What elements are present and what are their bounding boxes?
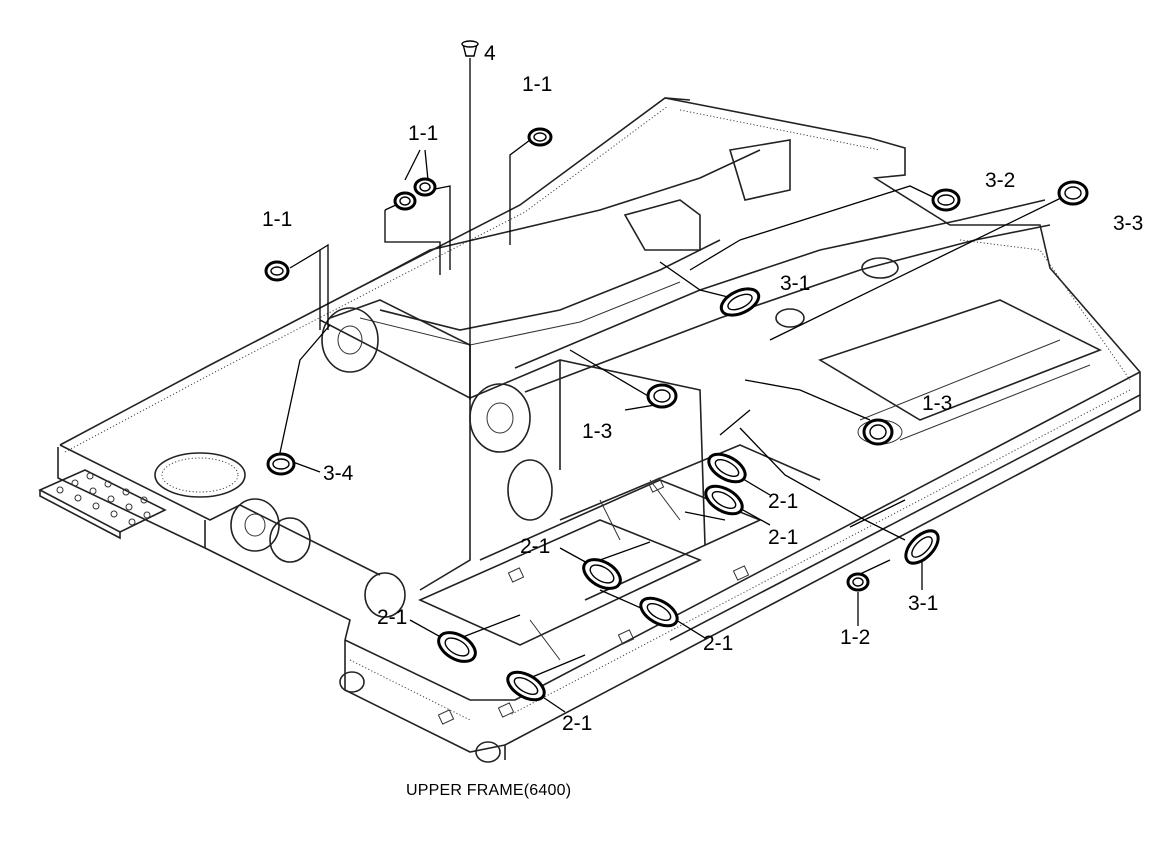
- part-markers: [264, 40, 1089, 702]
- part-label-3-1-upper: 3-1: [780, 272, 810, 295]
- plug-icon: [461, 40, 479, 57]
- part-label-1-2: 1-2: [840, 626, 870, 649]
- part-label-2-1-e: 2-1: [377, 606, 407, 629]
- diagram-caption: UPPER FRAME(6400): [406, 782, 571, 799]
- oval-grommet-icon: [437, 287, 940, 702]
- part-label-1-1-mid: 1-1: [408, 122, 438, 145]
- round-grommet-icon: [266, 180, 1089, 476]
- part-label-3-3: 3-3: [1113, 212, 1143, 235]
- part-label-2-1-b: 2-1: [768, 526, 798, 549]
- part-label-1-3-right: 1-3: [922, 392, 952, 415]
- step-plate: [38, 469, 167, 540]
- leader-lines: [277, 58, 1066, 713]
- part-label-4: 4: [484, 42, 496, 65]
- part-label-2-1-a: 2-1: [768, 490, 798, 513]
- part-label-3-1-lower: 3-1: [908, 592, 938, 615]
- part-label-1-3-left: 1-3: [582, 420, 612, 443]
- part-labels: 4 1-1 1-1 1-1 3-2 3-3 3-1 1-3 1-3 3-4 2-…: [262, 42, 1143, 735]
- part-label-3-4: 3-4: [323, 462, 354, 485]
- part-label-1-1-left: 1-1: [262, 208, 292, 231]
- part-label-2-1-f: 2-1: [562, 712, 592, 735]
- part-label-3-2: 3-2: [985, 169, 1015, 192]
- part-label-2-1-d: 2-1: [703, 632, 733, 655]
- upper-frame-outline: [38, 97, 1141, 763]
- part-label-1-1-top: 1-1: [522, 73, 552, 96]
- cap-plug-icon: [264, 127, 870, 592]
- part-label-2-1-c: 2-1: [520, 535, 550, 558]
